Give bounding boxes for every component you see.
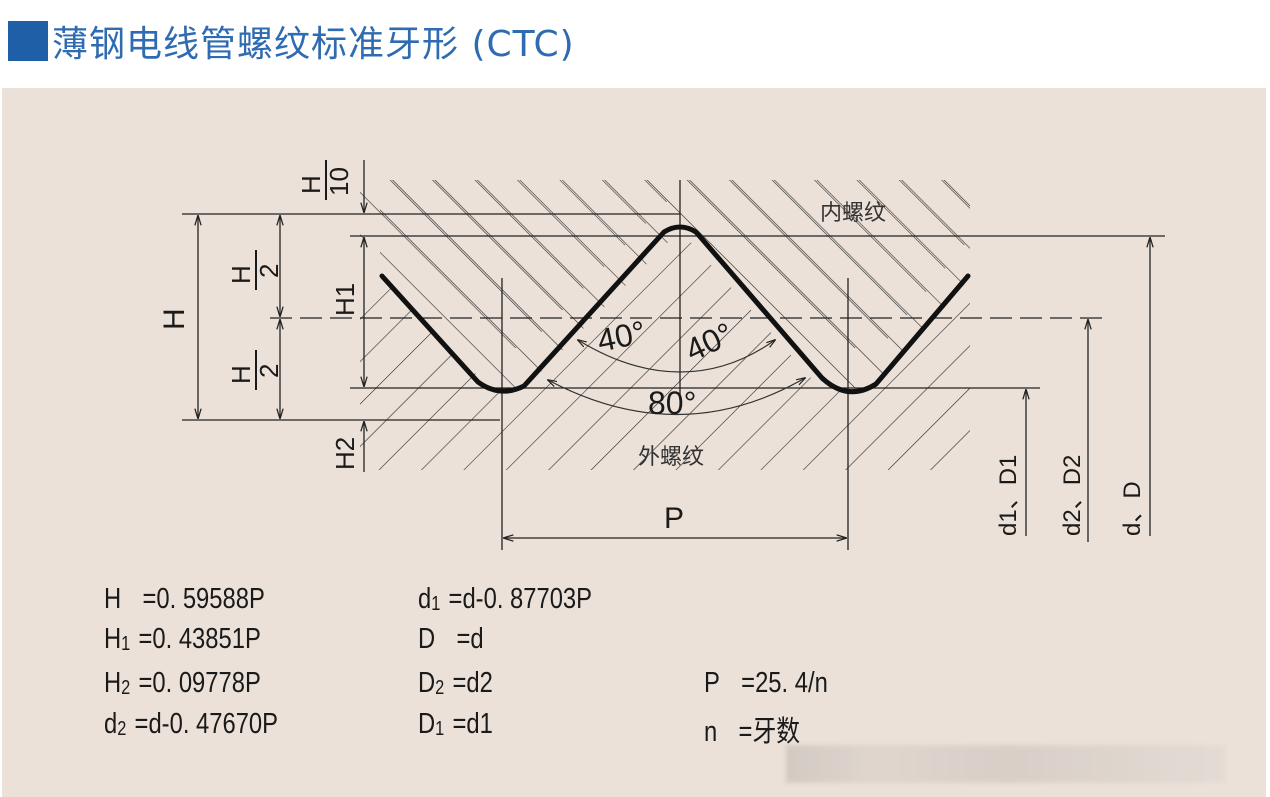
H-label: H: [158, 308, 191, 330]
formula-d2: d2=d-0. 47670P: [104, 708, 279, 740]
formula-H2: H2=0. 09778P: [104, 667, 261, 699]
dimension-lines-left: [198, 160, 364, 472]
angle-arcs: [548, 340, 805, 416]
svg-text:2: 2: [254, 264, 284, 278]
internal-thread-label: 内螺纹: [820, 200, 886, 225]
blurred-watermark: [786, 745, 1226, 783]
title-text: 薄钢电线管螺纹标准牙形 (CTC): [52, 24, 575, 65]
formula-D: D=d: [418, 623, 484, 655]
svg-text:H: H: [226, 365, 256, 384]
d1-D1-label: d1、D1: [995, 455, 1022, 536]
H-over-2-top: H 2: [226, 250, 284, 290]
external-thread-hatch: [360, 230, 970, 470]
formula-D1: D1=d1: [418, 708, 493, 740]
d2-D2-label: d2、D2: [1059, 455, 1086, 536]
title-marker-square: [8, 21, 48, 61]
H2-label: H2: [330, 437, 360, 470]
H-over-2-bottom: H 2: [226, 350, 284, 390]
angle-total-label: 80°: [648, 385, 696, 421]
formula-d1: d1=d-0. 87703P: [418, 583, 593, 615]
internal-thread-hatch: [360, 180, 970, 388]
pitch-label: P: [664, 502, 684, 535]
formula-D2: D2=d2: [418, 667, 493, 699]
formula-n: n=牙数: [704, 716, 801, 748]
thread-profile-line: [379, 224, 971, 395]
diagram-labels: 内螺纹 外螺纹 40° 40° 80° P H H 2 H 2 H 10 H1 …: [158, 160, 1146, 536]
H-over-10: H 10: [296, 160, 354, 200]
reference-lines: [182, 180, 1165, 550]
H1-label: H1: [330, 283, 360, 316]
svg-text:H: H: [296, 175, 326, 194]
svg-text:H: H: [226, 265, 256, 284]
svg-text:2: 2: [254, 364, 284, 378]
d-D-label: d、D: [1119, 481, 1146, 536]
formula-P: P=25. 4/n: [704, 667, 828, 699]
svg-text:10: 10: [324, 167, 354, 196]
dimension-lines-right: [504, 238, 1150, 542]
formula-H: H=0. 59588P: [104, 583, 265, 615]
external-thread-label: 外螺纹: [638, 444, 704, 469]
formula-H1: H1=0. 43851P: [104, 623, 261, 655]
page-title: 薄钢电线管螺纹标准牙形 (CTC): [8, 16, 575, 66]
